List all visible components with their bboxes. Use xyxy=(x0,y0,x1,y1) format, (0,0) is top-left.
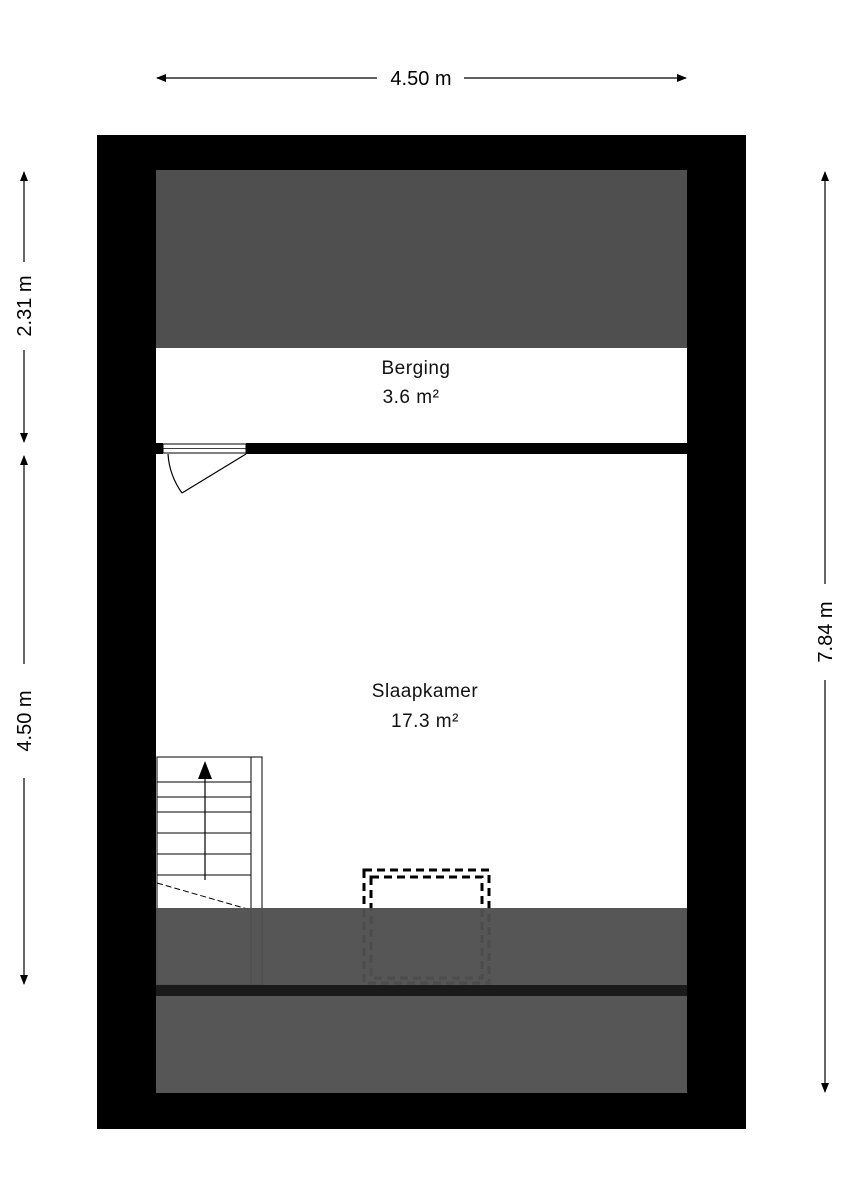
sloped-ceiling-bottom xyxy=(156,908,687,1093)
dimension-left-lower-label: 4.50 m xyxy=(14,690,36,751)
dimension-top: 4.50 m xyxy=(156,68,687,90)
room-name-slaapkamer: Slaapkamer xyxy=(372,681,479,702)
room-name-berging: Berging xyxy=(382,358,451,379)
room-area-berging: 3.6 m² xyxy=(383,387,440,408)
door-frame xyxy=(156,443,254,454)
room-area-slaapkamer: 17.3 m² xyxy=(391,711,459,732)
dimension-top-label: 4.50 m xyxy=(390,68,451,90)
dimension-left-upper-label: 2.31 m xyxy=(14,275,36,336)
partition-wall xyxy=(254,443,687,454)
stair-arrow-icon xyxy=(198,761,212,880)
dimension-left-upper: 2.31 m xyxy=(14,171,36,443)
dimension-left-lower: 4.50 m xyxy=(14,455,36,985)
dimension-right-label: 7.84 m xyxy=(815,601,837,662)
dimension-right: 7.84 m xyxy=(815,171,837,1093)
sloped-ceiling-top xyxy=(156,170,687,348)
door-swing-icon xyxy=(167,453,247,494)
lower-wall xyxy=(156,985,687,996)
